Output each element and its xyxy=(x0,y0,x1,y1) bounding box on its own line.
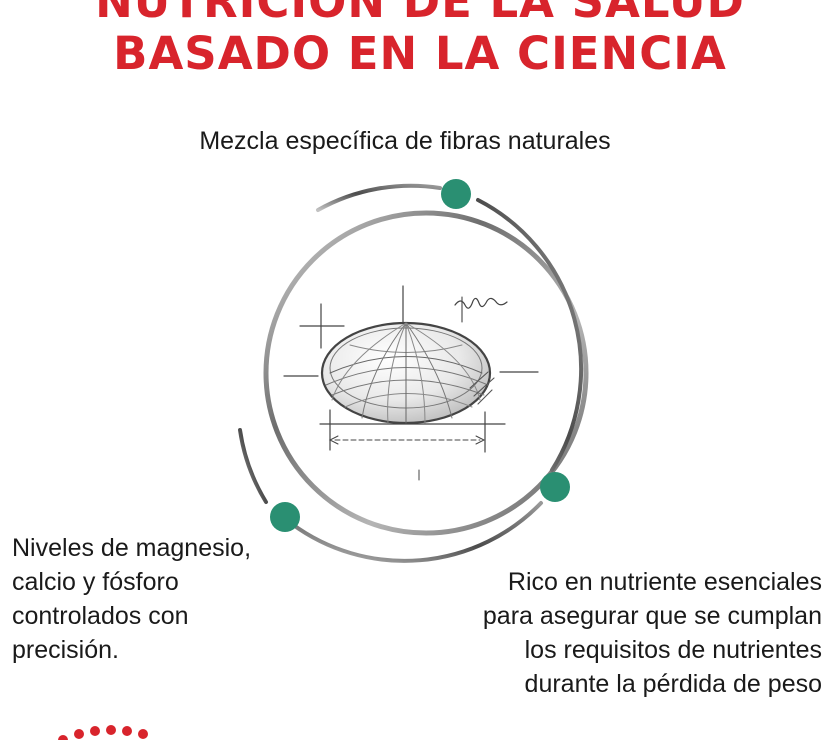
benefit-nutrients-line: los requisitos de nutrientes xyxy=(524,636,822,664)
benefit-minerals-line: controlados con xyxy=(12,602,189,630)
benefit-minerals-line: calcio y fósforo xyxy=(12,568,179,596)
inner-ring xyxy=(263,210,589,536)
benefit-minerals-line: precisión. xyxy=(12,636,119,664)
benefit-nutrients-line: durante la pérdida de peso xyxy=(524,670,822,698)
crown-dots-logo xyxy=(58,725,148,740)
headline-line-2: BASADO EN LA CIENCIA xyxy=(113,27,727,80)
headline-line-1: NUTRICIÓN DE LA SALUD xyxy=(95,0,745,28)
marker-minerals-dot xyxy=(270,502,300,532)
benefit-nutrients-line: para asegurar que se cumplan xyxy=(482,602,822,630)
benefit-fiber-text: Mezcla específica de fibras naturales xyxy=(199,127,611,155)
benefit-nutrients-line: Rico en nutriente esenciales xyxy=(507,568,822,596)
kibble-sketch-icon xyxy=(283,285,539,481)
benefit-minerals-text: Niveles de magnesio, calcio y fósforo co… xyxy=(12,531,251,667)
marker-nutrients-dot xyxy=(540,472,570,502)
outer-ring xyxy=(238,183,584,563)
marker-fiber-dot xyxy=(441,179,471,209)
benefit-nutrients-text: Rico en nutriente esenciales para asegur… xyxy=(483,565,822,701)
benefit-minerals-line: Niveles de magnesio, xyxy=(12,534,252,562)
